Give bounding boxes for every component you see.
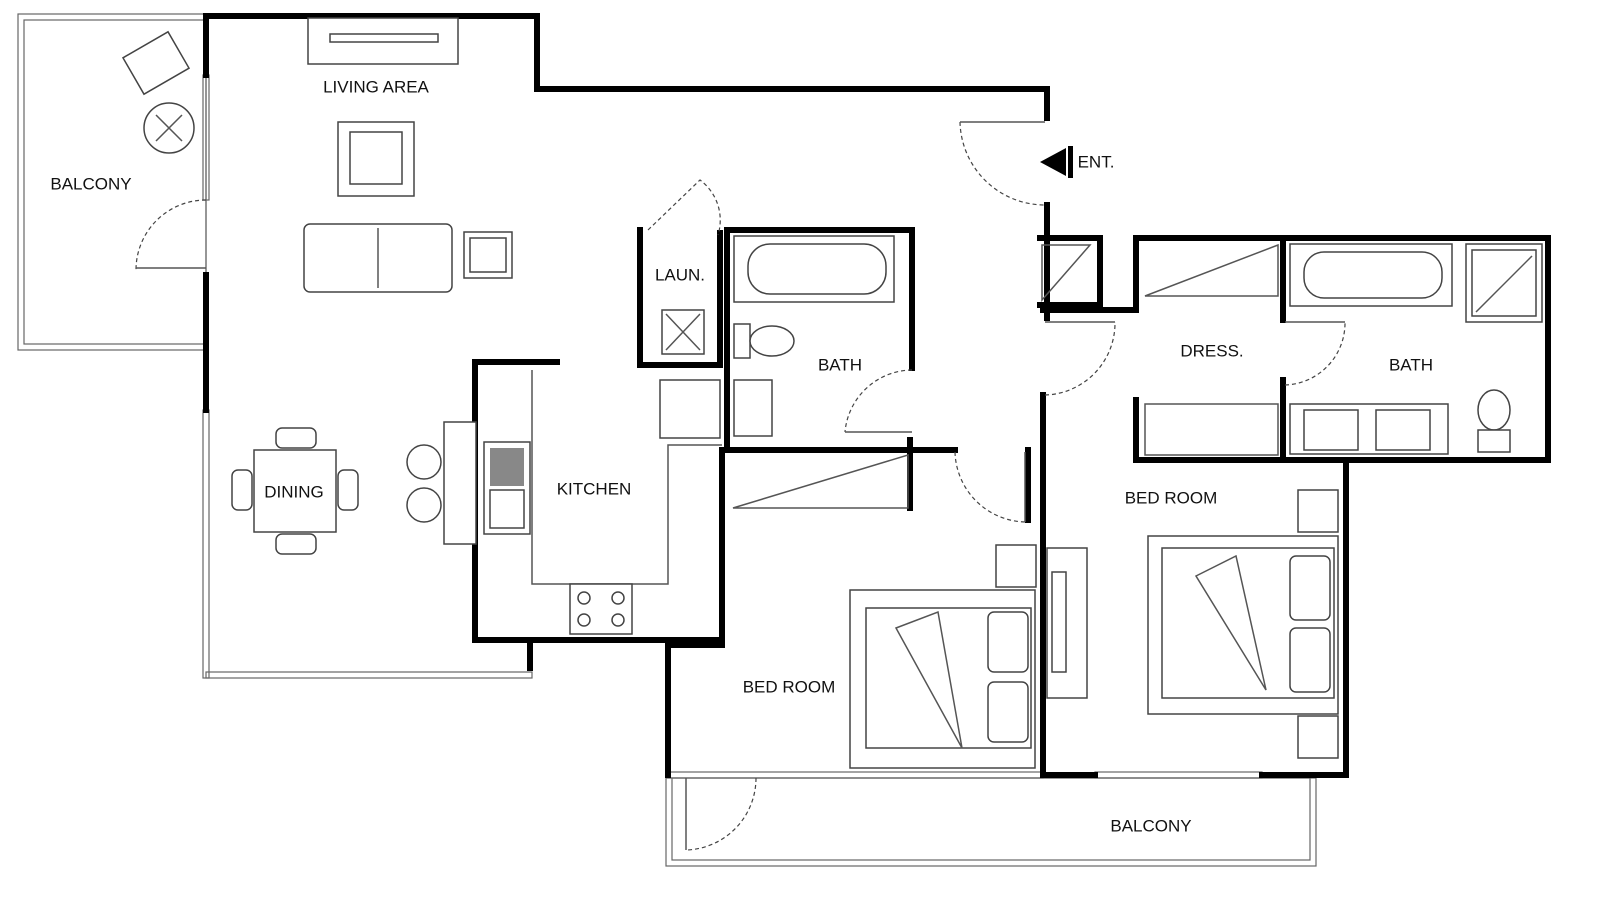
label-kitchen: KITCHEN — [557, 479, 632, 498]
sink-icon — [1289, 403, 1449, 455]
sink-icon — [483, 441, 531, 535]
toilet-icon — [733, 323, 795, 359]
label-dressing: DRESS. — [1180, 341, 1243, 360]
bathtub-icon — [1289, 243, 1453, 307]
label-balcony-bottom: BALCONY — [1110, 816, 1191, 835]
dining-table-icon — [231, 427, 359, 555]
label-bedroom-2: BED ROOM — [1125, 488, 1218, 507]
label-living-area: LIVING AREA — [323, 77, 429, 96]
sofa-icon — [303, 223, 453, 293]
entrance-arrow-icon — [1040, 146, 1073, 178]
label-laundry: LAUN. — [655, 265, 705, 284]
fridge-icon — [659, 379, 721, 439]
label-entrance: ENT. — [1078, 152, 1115, 171]
label-balcony-left: BALCONY — [50, 174, 131, 193]
door-swing-icon — [135, 121, 1346, 851]
stair-hatch — [732, 243, 1279, 509]
shower-icon — [1465, 243, 1543, 323]
balcony-bottom-outline — [665, 777, 1317, 867]
tv-icon — [1046, 547, 1088, 699]
label-bedroom-1: BED ROOM — [743, 677, 836, 696]
stove-icon — [569, 583, 633, 635]
washer-icon — [661, 309, 705, 355]
label-dining: DINING — [264, 482, 324, 501]
balcony-left-outline — [17, 13, 207, 351]
toilet-icon — [1477, 389, 1511, 453]
bathtub-icon — [733, 235, 895, 303]
side-table-icon — [463, 231, 513, 279]
label-bath-1: BATH — [818, 355, 862, 374]
tv-icon — [307, 17, 459, 65]
label-bath-2: BATH — [1389, 355, 1433, 374]
rug-icon — [337, 121, 415, 197]
sink-icon — [733, 379, 773, 437]
bed-icon — [849, 544, 1037, 769]
bed-icon — [1147, 489, 1339, 759]
bar-stool-icon — [406, 421, 477, 545]
armchair-icon — [121, 30, 195, 154]
walls — [203, 13, 1551, 778]
